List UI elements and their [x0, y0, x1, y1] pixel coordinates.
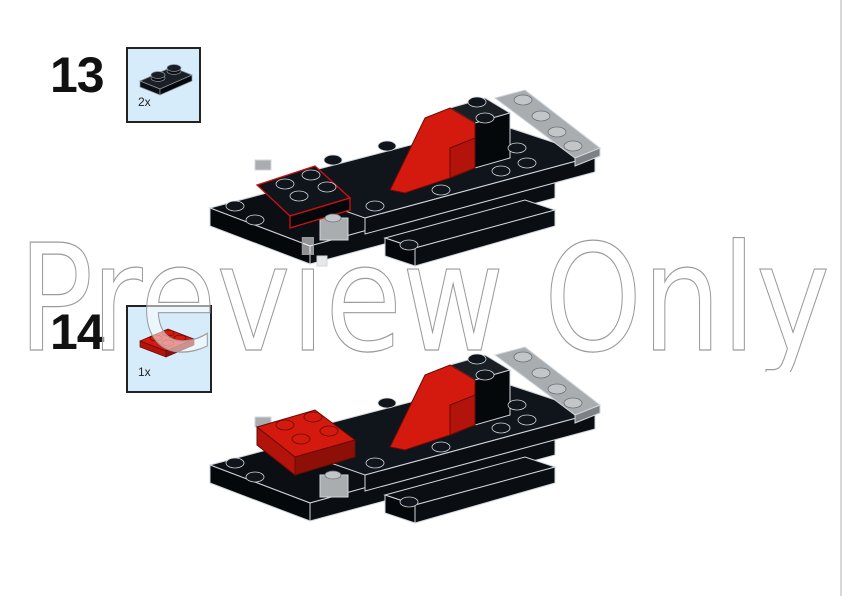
part-quantity: 2x — [138, 95, 151, 109]
parts-callout-step-13: 2x — [126, 47, 201, 123]
parts-callout-step-14: 1x — [126, 305, 212, 393]
step-number-14: 14 — [50, 304, 105, 360]
assembly-step-13 — [208, 89, 601, 267]
part-quantity: 1x — [138, 365, 151, 379]
red-plate-2x2-icon — [139, 328, 195, 358]
assembly-step-14 — [208, 346, 601, 524]
page-edge — [840, 0, 842, 596]
black-plate-1x2-icon — [139, 64, 193, 96]
step-number-13: 13 — [50, 47, 105, 103]
